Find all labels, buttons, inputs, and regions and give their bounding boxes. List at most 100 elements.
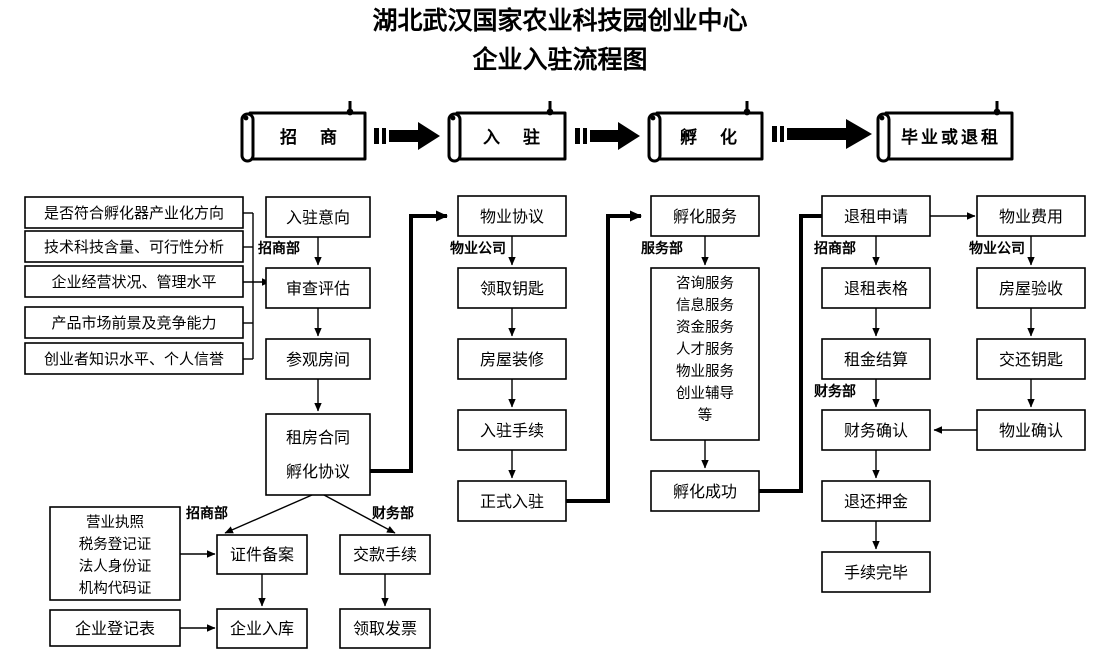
- criteria-box-4[interactable]: 产品市场前景及竞争能力: [24, 306, 244, 339]
- step-box-incubation-service[interactable]: 孵化服务: [650, 195, 760, 237]
- step-label-exit-form: 退租表格: [844, 279, 908, 298]
- step-box-property-agreement[interactable]: 物业协议: [457, 195, 567, 237]
- stage-banner-4-label: 毕业或退租: [901, 127, 1001, 148]
- step-box-finance-confirm[interactable]: 财务确认: [821, 409, 931, 451]
- service-item-5: 物业服务: [676, 363, 734, 380]
- dept-label-recruit-2: 招商部: [814, 240, 856, 257]
- step-label-house-inspection: 房屋验收: [999, 279, 1063, 298]
- criteria-bracket-connector: [243, 212, 271, 360]
- step-box-enterprise-database[interactable]: 企业入库: [216, 608, 308, 649]
- dept-label-bottom-right: 财务部: [371, 505, 414, 522]
- stage-banner-1-label: 招 商: [280, 127, 340, 148]
- step-label-return-keys: 交还钥匙: [999, 350, 1063, 369]
- step-box-process-complete[interactable]: 手续完毕: [821, 551, 931, 593]
- document-item-3: 法人身份证: [79, 558, 152, 575]
- step-label-incubation-success: 孵化成功: [673, 482, 737, 501]
- step-box-get-keys[interactable]: 领取钥匙: [457, 267, 567, 309]
- arrow-contract-to-payment: [323, 494, 396, 534]
- step-box-document-filing[interactable]: 证件备案: [216, 534, 308, 575]
- step-box-exit-application[interactable]: 退租申请: [821, 195, 931, 237]
- criteria-box-1[interactable]: 是否符合孵化器产业化方向: [24, 196, 244, 229]
- stage-banner-3[interactable]: 孵 化: [647, 101, 764, 163]
- criteria-label-5: 创业者知识水平、个人信誉: [44, 350, 224, 368]
- connector-contract-to-property-agreement: [370, 210, 448, 473]
- step-box-visit[interactable]: 参观房间: [265, 338, 371, 380]
- service-item-4: 人才服务: [676, 341, 734, 358]
- service-item-7: 等: [698, 406, 713, 424]
- document-item-4: 机构代码证: [79, 580, 152, 597]
- step-label-exit-application: 退租申请: [844, 207, 908, 226]
- step-label-incubation-service: 孵化服务: [673, 207, 737, 226]
- criteria-label-3: 企业经营状况、管理水平: [51, 273, 216, 291]
- step-box-get-invoice[interactable]: 领取发票: [339, 608, 431, 649]
- connector-success-to-exit-application: [759, 210, 836, 493]
- step-label-property-agreement: 物业协议: [480, 207, 544, 226]
- step-label-property-fee: 物业费用: [999, 207, 1063, 226]
- services-list-box[interactable]: 咨询服务 信息服务 资金服务 人才服务 物业服务 创业辅导 等: [650, 267, 760, 441]
- step-label-official-move-in: 正式入驻: [480, 492, 544, 511]
- service-item-1: 咨询服务: [676, 275, 734, 292]
- criteria-box-2[interactable]: 技术科技含量、可行性分析: [24, 230, 244, 263]
- dept-label-recruit-1: 招商部: [258, 240, 300, 257]
- criteria-label-2: 技术科技含量、可行性分析: [44, 238, 224, 256]
- step-label-visit: 参观房间: [286, 350, 350, 369]
- registration-form-box[interactable]: 企业登记表: [49, 609, 181, 647]
- step-label-move-in-procedures: 入驻手续: [480, 421, 544, 440]
- document-item-2: 税务登记证: [79, 536, 152, 553]
- step-box-review[interactable]: 审查评估: [265, 267, 371, 309]
- service-item-6: 创业辅导: [676, 385, 734, 402]
- step-box-property-fee[interactable]: 物业费用: [976, 195, 1086, 237]
- step-box-return-keys[interactable]: 交还钥匙: [976, 338, 1086, 380]
- step-label-get-invoice: 领取发票: [353, 619, 417, 638]
- step-box-renovation[interactable]: 房屋装修: [457, 338, 567, 380]
- stage-arrow-3-icon: [772, 119, 872, 149]
- stage-arrow-2-icon: [575, 122, 640, 150]
- page-title-line1: 湖北武汉国家农业科技园创业中心: [372, 6, 747, 35]
- dept-label-property-2: 物业公司: [969, 240, 1025, 257]
- step-label-renovation: 房屋装修: [480, 350, 544, 369]
- step-box-exit-form[interactable]: 退租表格: [821, 267, 931, 309]
- criteria-label-1: 是否符合孵化器产业化方向: [44, 204, 224, 222]
- step-label-deposit-refund: 退还押金: [844, 492, 908, 511]
- registration-form-label: 企业登记表: [75, 619, 155, 638]
- step-box-deposit-refund[interactable]: 退还押金: [821, 480, 931, 522]
- service-item-2: 信息服务: [676, 297, 734, 314]
- step-label-contract-line2: 孵化协议: [286, 462, 350, 481]
- stage-banner-4[interactable]: 毕业或退租: [876, 101, 1014, 163]
- step-box-move-in-procedures[interactable]: 入驻手续: [457, 409, 567, 451]
- step-box-contract[interactable]: 租房合同 孵化协议: [265, 413, 371, 496]
- service-item-3: 资金服务: [676, 319, 734, 336]
- stage-banner-1[interactable]: 招 商: [240, 101, 367, 163]
- dept-label-finance-1: 财务部: [813, 383, 856, 400]
- arrow-contract-to-filing: [224, 494, 313, 534]
- stage-banner-2[interactable]: 入 驻: [447, 101, 567, 163]
- page-title-line2: 企业入驻流程图: [472, 45, 647, 74]
- step-box-intention[interactable]: 入驻意向: [265, 196, 371, 238]
- documents-box[interactable]: 营业执照 税务登记证 法人身份证 机构代码证: [49, 506, 181, 601]
- step-label-finance-confirm: 财务确认: [844, 421, 908, 440]
- step-box-incubation-success[interactable]: 孵化成功: [650, 470, 760, 512]
- stage-banner-2-label: 入 驻: [483, 127, 543, 148]
- step-label-contract-line1: 租房合同: [286, 428, 350, 447]
- connector-official-to-incubation-service: [566, 210, 642, 503]
- stage-arrow-1-icon: [374, 122, 440, 150]
- step-box-rent-settlement[interactable]: 租金结算: [821, 338, 931, 380]
- criteria-box-5[interactable]: 创业者知识水平、个人信誉: [24, 342, 244, 375]
- step-label-process-complete: 手续完毕: [844, 563, 908, 582]
- criteria-box-3[interactable]: 企业经营状况、管理水平: [24, 265, 244, 298]
- step-label-document-filing: 证件备案: [230, 545, 294, 564]
- dept-label-service: 服务部: [641, 240, 683, 257]
- dept-label-bottom-left: 招商部: [186, 505, 228, 522]
- document-item-1: 营业执照: [86, 514, 144, 531]
- step-label-get-keys: 领取钥匙: [480, 279, 544, 298]
- step-box-property-confirm[interactable]: 物业确认: [976, 409, 1086, 451]
- dept-label-property-1: 物业公司: [450, 240, 506, 257]
- step-box-house-inspection[interactable]: 房屋验收: [976, 267, 1086, 309]
- criteria-label-4: 产品市场前景及竞争能力: [51, 314, 216, 332]
- step-label-property-confirm: 物业确认: [999, 421, 1063, 440]
- step-label-enterprise-database: 企业入库: [230, 619, 294, 638]
- step-box-payment-procedure[interactable]: 交款手续: [339, 534, 431, 575]
- step-box-official-move-in[interactable]: 正式入驻: [457, 480, 567, 522]
